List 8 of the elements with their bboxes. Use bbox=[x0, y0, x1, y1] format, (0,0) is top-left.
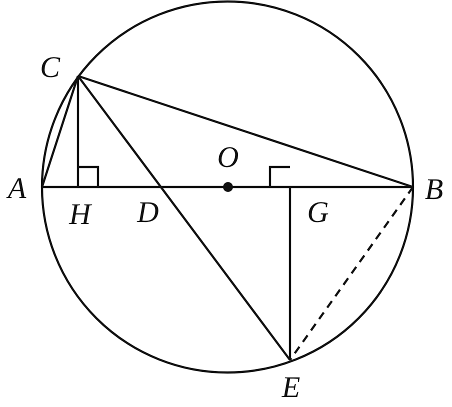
point-label: E bbox=[282, 373, 300, 403]
point-label: D bbox=[137, 198, 159, 228]
point-label: C bbox=[40, 53, 60, 83]
point-label: B bbox=[424, 175, 444, 205]
point-label: G bbox=[307, 198, 329, 228]
point-label: O bbox=[217, 143, 239, 173]
point-label: A bbox=[8, 174, 26, 204]
point-label: H bbox=[69, 200, 91, 230]
